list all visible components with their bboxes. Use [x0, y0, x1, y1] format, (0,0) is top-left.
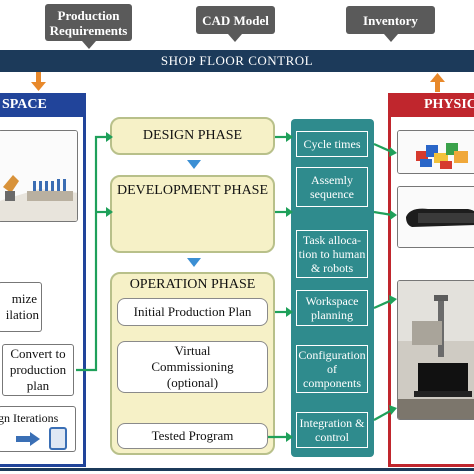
bottom-divider: [0, 468, 474, 471]
tested-program-box: Tested Program: [117, 423, 268, 449]
physical-space-title: PHYSIC: [424, 97, 474, 112]
cad-model-callout: CAD Model: [196, 6, 275, 34]
output-label: Assemly sequence: [310, 173, 354, 201]
down-arrow-icon: [187, 258, 201, 267]
output-configuration: Configuration of components: [296, 345, 368, 393]
simulation-label: ilation: [5, 307, 39, 322]
design-phase-label: DESIGN PHASE: [142, 128, 243, 143]
callout-tail: [228, 34, 242, 42]
optimize-label: mize: [11, 291, 37, 306]
robot-workcell-icon: [398, 281, 474, 419]
green-connector-lines: [76, 135, 393, 439]
output-integration-control: Integration & control: [296, 412, 368, 448]
output-label: Cycle times: [303, 137, 361, 151]
callout-tail: [384, 34, 398, 42]
headset-icon: [398, 187, 474, 247]
initial-production-plan-label: Initial Production Plan: [133, 304, 252, 319]
inventory-label: Inventory: [363, 12, 418, 28]
shop-floor-control-label: SHOP FLOOR CONTROL: [160, 53, 314, 68]
green-arrowheads: [106, 132, 397, 442]
output-workspace-planning: Workspace planning: [296, 290, 368, 326]
output-label: Task alloca-tion to human & robots: [298, 233, 366, 275]
robot-simulation-icon: [0, 131, 77, 221]
down-arrow-icon: [187, 160, 201, 169]
callout-tail: [82, 41, 96, 49]
development-phase-box: DEVELOPMENT PHASE: [110, 175, 275, 253]
orange-arrows: [31, 72, 445, 92]
physical-space-header: PHYSIC: [388, 93, 474, 117]
virtual-commissioning-box: Virtual Commissioning (optional): [117, 341, 268, 393]
lego-parts-image: [397, 130, 474, 174]
design-iterations-label: gn Iterations: [0, 411, 59, 425]
tested-program-label: Tested Program: [151, 428, 234, 443]
ar-headset-image: [397, 186, 474, 248]
output-label: Configuration of components: [298, 348, 366, 390]
design-iterations-box: gn Iterations: [0, 406, 76, 452]
shop-floor-control-banner: SHOP FLOOR CONTROL: [0, 50, 474, 72]
initial-production-plan-box: Initial Production Plan: [117, 298, 268, 326]
output-task-allocation: Task alloca-tion to human & robots: [296, 230, 368, 278]
virtual-commissioning-label: Virtual Commissioning (optional): [151, 343, 234, 390]
robot-workcell-image: [397, 280, 474, 420]
development-phase-label: DEVELOPMENT PHASE: [116, 183, 269, 198]
virtual-space-title: SPACE: [2, 97, 47, 112]
inventory-callout: Inventory: [346, 6, 435, 34]
building-blocks-icon: [398, 131, 474, 173]
output-label: Workspace planning: [305, 294, 359, 322]
operation-phase-label: OPERATION PHASE: [129, 277, 256, 292]
convert-to-production-plan-box: Convert to production plan: [2, 344, 74, 396]
orange-up-arrow-icon: [430, 73, 445, 92]
production-requirements-label: Production Requirements: [49, 7, 128, 38]
simulation-image: [0, 130, 78, 222]
output-label: Integration & control: [299, 416, 365, 444]
cad-model-label: CAD Model: [202, 12, 269, 28]
orange-down-arrow-icon: [31, 72, 46, 91]
convert-label: Convert to production plan: [9, 346, 67, 393]
optimize-simulation-box: mize ilation: [0, 282, 42, 332]
virtual-space-header: SPACE: [0, 93, 86, 117]
output-cycle-times: Cycle times: [296, 131, 368, 157]
iteration-icon: [15, 427, 67, 450]
output-assembly-sequence: Assemly sequence: [296, 167, 368, 207]
production-requirements-callout: Production Requirements: [45, 4, 132, 41]
